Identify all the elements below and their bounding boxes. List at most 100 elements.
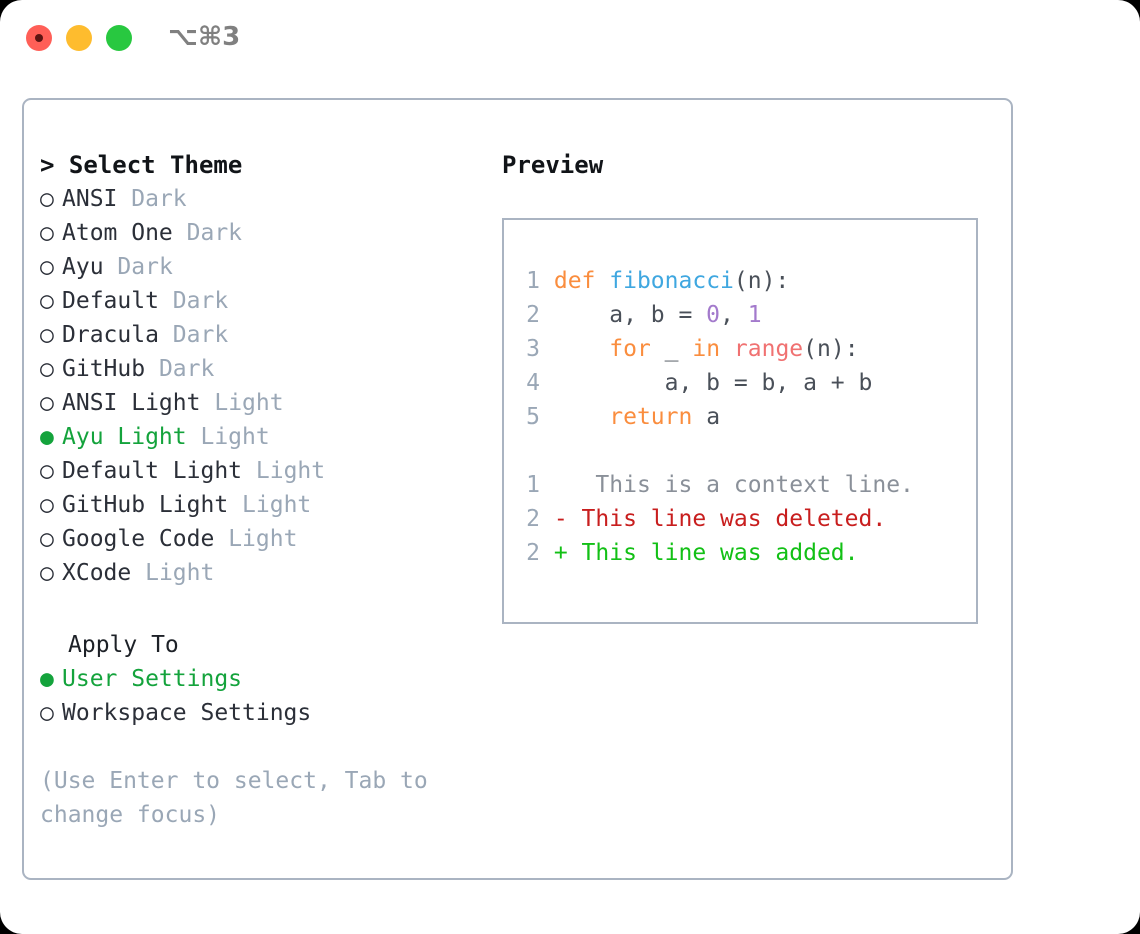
theme-name: Google Code xyxy=(62,526,215,552)
code-line: 2 a, b = 0, 1 xyxy=(518,298,914,332)
code-line-number: 2 xyxy=(526,302,540,328)
theme-list-item[interactable]: ○XCode Light xyxy=(40,556,480,590)
code-token xyxy=(595,268,609,294)
diff-line: 2 - This line was deleted. xyxy=(518,502,914,536)
main-panel: > Select Theme ○ANSI Dark○Atom One Dark○… xyxy=(22,98,1013,880)
code-line-number: 5 xyxy=(526,404,540,430)
theme-name: GitHub xyxy=(62,356,146,382)
code-token xyxy=(540,336,609,362)
code-line: 3 for _ in range(n): xyxy=(518,332,914,366)
theme-list-item[interactable]: ○Ayu Dark xyxy=(40,250,480,284)
code-token: (n): xyxy=(733,268,790,294)
keyboard-shortcut-label: ⌥⌘3 xyxy=(168,22,241,52)
radio-unselected-icon[interactable]: ○ xyxy=(40,322,54,348)
theme-kind-label: Dark xyxy=(131,186,187,212)
theme-list-item[interactable]: ○ ANSI Light Light xyxy=(40,386,480,420)
code-line-number: 2 xyxy=(526,506,540,532)
diff-sign: + xyxy=(540,540,568,566)
theme-list-item[interactable]: ● Ayu Light Light xyxy=(40,420,480,454)
theme-list-item[interactable]: ○ Dracula Dark xyxy=(40,318,480,352)
code-token: (n): xyxy=(803,336,859,362)
diff-sign: - xyxy=(540,506,568,532)
maximize-window-button[interactable] xyxy=(106,25,132,51)
theme-list-item[interactable]: ○Default Light Light xyxy=(40,454,480,488)
radio-unselected-icon[interactable]: ○ xyxy=(40,700,54,726)
theme-name: ANSI xyxy=(62,186,118,212)
theme-kind-label: Dark xyxy=(158,356,215,382)
apply-to-label: Workspace Settings xyxy=(62,700,312,726)
code-line: 1 def fibonacci(n): xyxy=(518,264,914,298)
theme-name: Default Light xyxy=(62,458,243,484)
theme-kind-label: Dark xyxy=(117,254,173,280)
close-window-button[interactable] xyxy=(26,25,52,51)
theme-kind-label: Light xyxy=(242,492,312,518)
theme-kind-label: Light xyxy=(214,390,284,416)
code-line: 5 return a xyxy=(518,400,914,434)
help-text: (Use Enter to select, Tab to change focu… xyxy=(40,768,428,828)
theme-picker-column: > Select Theme ○ANSI Dark○Atom One Dark○… xyxy=(40,148,480,832)
radio-unselected-icon[interactable]: ○ xyxy=(40,526,54,552)
diff-line: 2 + This line was added. xyxy=(518,536,914,570)
radio-unselected-icon[interactable]: ○ xyxy=(40,288,54,314)
code-token: _ xyxy=(650,336,693,362)
apply-to-option[interactable]: ●User Settings xyxy=(40,662,480,696)
code-token: 0 xyxy=(706,302,721,328)
theme-list: ○ANSI Dark○Atom One Dark○Ayu Dark○Defaul… xyxy=(40,182,480,590)
theme-list-item[interactable]: ○ Google Code Light xyxy=(40,522,480,556)
select-theme-header: > Select Theme xyxy=(40,151,243,179)
theme-name: Dracula xyxy=(62,322,159,348)
code-blank-line xyxy=(518,434,914,468)
theme-name: Ayu Light xyxy=(62,424,187,450)
apply-to-header: Apply To xyxy=(68,632,179,658)
theme-name: ANSI Light xyxy=(62,390,201,416)
theme-kind-label: Dark xyxy=(172,322,229,348)
radio-unselected-icon[interactable]: ○ xyxy=(40,186,54,212)
apply-to-option[interactable]: ○ Workspace Settings xyxy=(40,696,480,730)
theme-list-item[interactable]: ○Atom One Dark xyxy=(40,216,480,250)
theme-list-item[interactable]: ○ ANSI Dark xyxy=(40,182,480,216)
radio-unselected-icon[interactable]: ○ xyxy=(40,254,54,280)
theme-list-item[interactable]: ○ Default Dark xyxy=(40,284,480,318)
theme-kind-label: Light xyxy=(145,560,215,586)
theme-name: Atom One xyxy=(62,220,173,246)
preview-column: Preview 1 def fibonacci(n):2 a, b = 0, 1… xyxy=(502,148,978,624)
code-token: in xyxy=(692,336,721,362)
code-line-number: 2 xyxy=(526,540,540,566)
radio-unselected-icon[interactable]: ○ xyxy=(40,458,54,484)
code-line-number: 3 xyxy=(526,336,540,362)
code-token: a, b = b, a + b xyxy=(540,370,873,396)
theme-name: Default xyxy=(62,288,159,314)
theme-kind-label: Light xyxy=(228,526,298,552)
theme-list-item[interactable]: ○ GitHub Dark xyxy=(40,352,480,386)
code-token xyxy=(720,336,734,362)
code-line-number: 4 xyxy=(526,370,540,396)
theme-name: GitHub Light xyxy=(62,492,229,518)
radio-unselected-icon[interactable]: ○ xyxy=(40,220,54,246)
title-bar: ⌥⌘3 xyxy=(0,0,1140,78)
diff-text: This is a context line. xyxy=(567,472,914,498)
theme-kind-label: Light xyxy=(200,424,270,450)
radio-unselected-icon[interactable]: ○ xyxy=(40,390,54,416)
code-token: return xyxy=(609,404,693,430)
radio-selected-icon[interactable]: ● xyxy=(40,424,54,450)
radio-unselected-icon[interactable]: ○ xyxy=(40,492,54,518)
theme-list-item[interactable]: ○ GitHub Light Light xyxy=(40,488,480,522)
diff-text: This line was deleted. xyxy=(567,506,887,532)
code-token: def xyxy=(553,268,596,294)
minimize-window-button[interactable] xyxy=(66,25,92,51)
theme-kind-label: Dark xyxy=(172,288,229,314)
code-token xyxy=(540,404,609,430)
code-line-number: 1 xyxy=(526,268,540,294)
code-token: , xyxy=(720,302,748,328)
radio-unselected-icon[interactable]: ○ xyxy=(40,356,54,382)
code-token: 1 xyxy=(747,302,762,328)
code-token xyxy=(540,268,554,294)
apply-to-section: Apply To ●User Settings ○ Workspace Settin… xyxy=(40,628,480,730)
code-token: range xyxy=(733,336,804,362)
code-token: a xyxy=(692,404,721,430)
code-token: fibonacci xyxy=(609,268,734,294)
radio-selected-icon[interactable]: ● xyxy=(40,666,54,692)
radio-unselected-icon[interactable]: ○ xyxy=(40,560,54,586)
